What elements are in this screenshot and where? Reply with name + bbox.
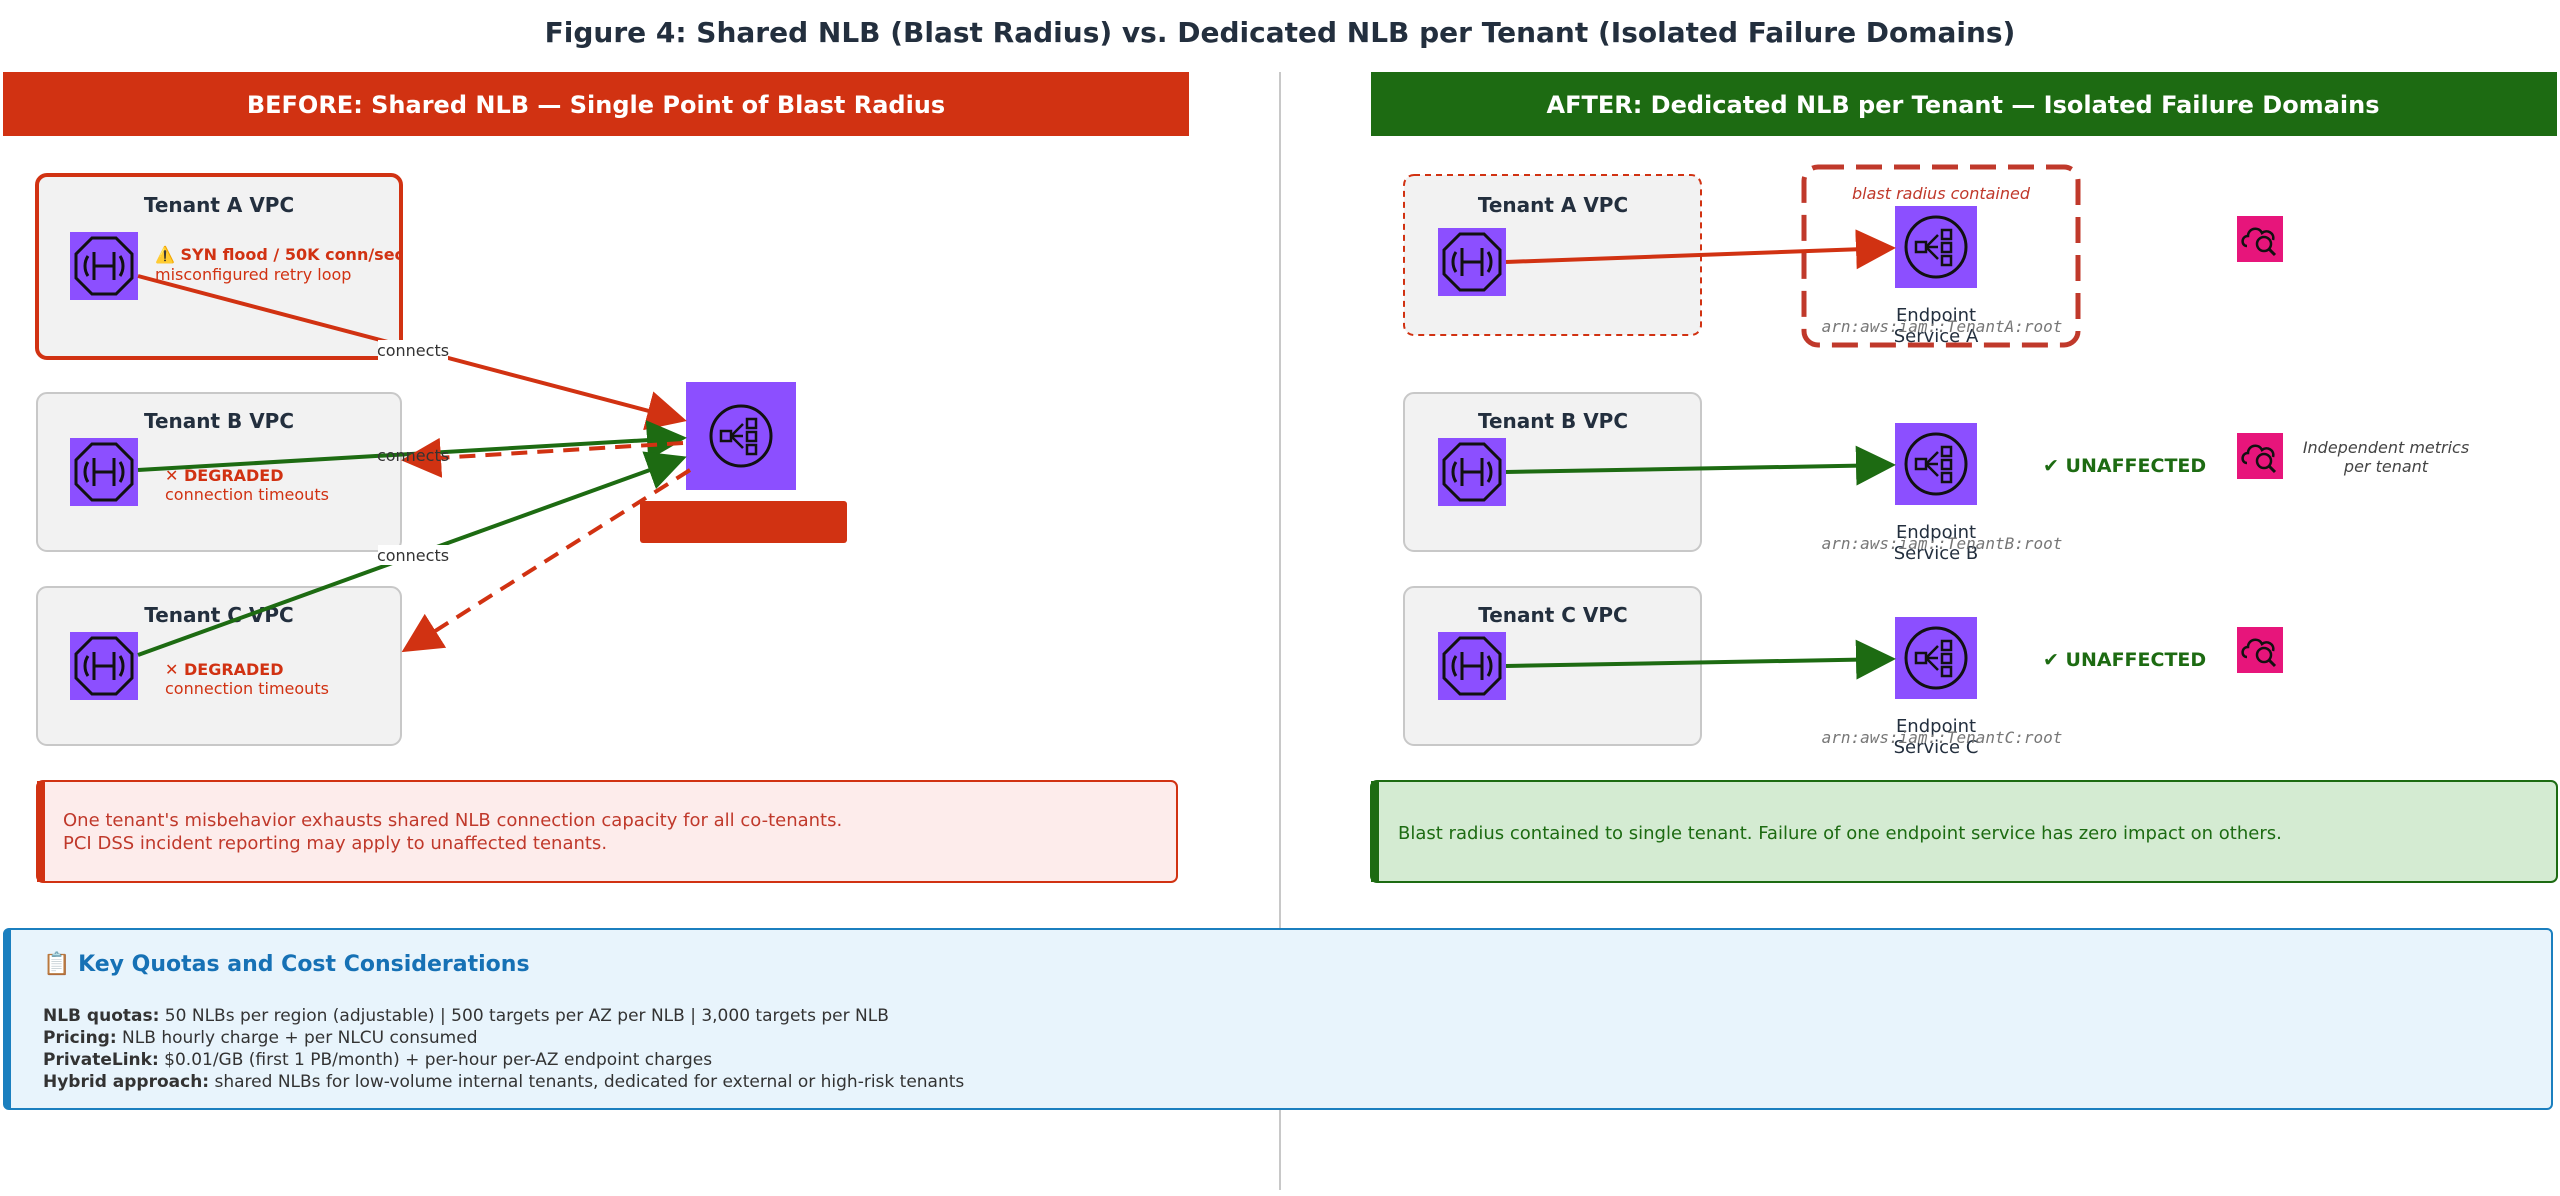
cloudwatch-icon — [2235, 214, 2285, 264]
before-tenant-a-endpoint-icon — [68, 230, 140, 302]
before-callout-accent — [37, 781, 45, 882]
before-tenant-b-status: ✕ DEGRADED — [165, 466, 284, 485]
info-line-text: $0.01/GB (first 1 PB/month) + per-hour p… — [158, 1050, 713, 1070]
blast-radius-label: blast radius contained — [1852, 184, 2031, 203]
edge-label-bg-c — [378, 545, 448, 565]
before-header-title: BEFORE: Shared NLB — Single Point of Bla… — [247, 91, 945, 119]
cloudwatch-icon-c — [2235, 625, 2285, 675]
endpoint-service-c-line1: Endpoint — [1896, 716, 1976, 737]
edge-label-connects-c: connects — [377, 546, 449, 565]
after-tenant-c-endpoint-icon — [1436, 630, 1508, 702]
after-tenant-b-endpoint-icon — [1436, 436, 1508, 508]
before-tenant-c-status: ✕ DEGRADED — [165, 660, 284, 679]
after-tenant-b-label: Tenant B VPC — [1478, 409, 1628, 433]
arrow-after-tenant-c — [1505, 639, 1896, 680]
blast-radius-boundary — [1801, 164, 2081, 348]
after-tenant-a-label: Tenant A VPC — [1478, 193, 1628, 217]
tenant-b-unaffected: ✔ UNAFFECTED — [2043, 455, 2206, 477]
info-line-text: NLB hourly charge + per NLCU consumed — [116, 1028, 478, 1048]
before-tenant-c-endpoint-icon — [68, 630, 140, 702]
endpoint-service-a-line1: Endpoint — [1896, 305, 1976, 326]
quotas-info-title: 📋 Key Quotas and Cost Considerations — [43, 952, 530, 977]
endpoint-service-b-line2: Service B — [1894, 543, 1979, 564]
after-callout-accent — [1371, 781, 1379, 882]
before-tenant-c-vpc — [36, 586, 402, 746]
endpoint-service-b-arn: arn:aws:iam::TenantB:root — [1822, 534, 2063, 553]
edge-label-connects-b: connects — [377, 446, 449, 465]
before-tenant-a-warning-sub: misconfigured retry loop — [155, 265, 351, 284]
info-line-label: Pricing: — [43, 1028, 117, 1048]
info-line-privatelink: PrivateLink: $0.01/GB (first 1 PB/month)… — [43, 1050, 712, 1070]
arrow-nlb-to-tenant-b-failure — [401, 437, 684, 478]
before-callout-line1: One tenant's misbehavior exhausts shared… — [63, 810, 842, 831]
before-tenant-c-status-sub: connection timeouts — [165, 679, 329, 698]
figure-title: Figure 4: Shared NLB (Blast Radius) vs. … — [545, 16, 2016, 49]
before-tenant-b-vpc — [36, 392, 402, 552]
before-tenant-a-label: Tenant A VPC — [144, 193, 294, 217]
arrow-after-tenant-b — [1505, 445, 1896, 486]
before-callout — [36, 780, 1178, 883]
before-tenant-b-label: Tenant B VPC — [144, 409, 294, 433]
endpoint-service-a-line2: Service A — [1894, 326, 1979, 347]
quotas-info-box: 📋 Key Quotas and Cost Considerations NLB… — [3, 928, 2553, 1110]
arrow-after-tenant-a — [1505, 229, 1896, 270]
edge-label-connects-a: connects — [377, 341, 449, 360]
info-line-label: PrivateLink: — [43, 1050, 159, 1070]
quotas-info-heading: Key Quotas and Cost Considerations — [78, 952, 530, 977]
info-line-label: Hybrid approach: — [43, 1072, 210, 1092]
info-line-text: 50 NLBs per region (adjustable) | 500 ta… — [159, 1006, 889, 1026]
tenant-c-unaffected: ✔ UNAFFECTED — [2043, 649, 2206, 671]
cloudwatch-icon-b — [2235, 431, 2285, 481]
info-line-pricing: Pricing: NLB hourly charge + per NLCU co… — [43, 1028, 477, 1048]
before-header-bar — [3, 72, 1189, 136]
arrow-nlb-to-tenant-c-failure — [401, 468, 692, 653]
endpoint-service-a-arn: arn:aws:iam::TenantA:root — [1822, 317, 2063, 336]
edge-label-bg-a — [378, 340, 448, 360]
endpoint-service-c-line2: Service C — [1894, 737, 1979, 758]
after-header-bar — [1371, 72, 2557, 136]
before-callout-line2: PCI DSS incident reporting may apply to … — [63, 833, 607, 854]
metrics-note-line1: Independent metrics — [2303, 438, 2469, 457]
after-header-title: AFTER: Dedicated NLB per Tenant — Isolat… — [1547, 91, 2380, 119]
endpoint-service-c-arn: arn:aws:iam::TenantC:root — [1822, 728, 2063, 747]
info-line-text: shared NLBs for low-volume internal tena… — [209, 1072, 965, 1092]
before-tenant-b-status-sub: connection timeouts — [165, 485, 329, 504]
after-tenant-c-label: Tenant C VPC — [1478, 603, 1628, 627]
after-callout-text: Blast radius contained to single tenant.… — [1398, 823, 2282, 844]
after-tenant-a-endpoint-icon — [1436, 226, 1508, 298]
info-line-label: NLB quotas: — [43, 1006, 160, 1026]
before-tenant-a-warning: ⚠️ SYN flood / 50K conn/sec — [155, 245, 404, 264]
clipboard-icon: 📋 — [43, 952, 71, 977]
shared-nlb-status-bar — [640, 501, 847, 543]
info-line-nlb-quotas: NLB quotas: 50 NLBs per region (adjustab… — [43, 1006, 889, 1026]
before-tenant-b-endpoint-icon — [68, 436, 140, 508]
info-line-hybrid: Hybrid approach: shared NLBs for low-vol… — [43, 1072, 964, 1092]
before-tenant-a-vpc — [35, 173, 403, 360]
endpoint-service-b-line1: Endpoint — [1896, 522, 1976, 543]
metrics-note-line2: per tenant — [2343, 457, 2429, 476]
